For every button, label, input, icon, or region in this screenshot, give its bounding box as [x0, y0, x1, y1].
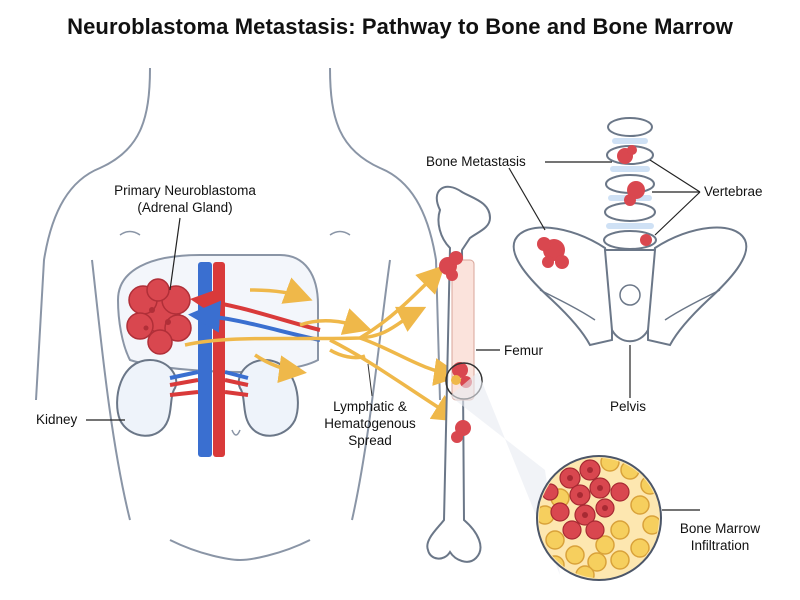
label-spread-line1: Lymphatic &	[333, 399, 407, 414]
vertebra-1	[607, 117, 653, 137]
aorta	[213, 262, 225, 457]
label-spread-line3: Spread	[348, 433, 392, 448]
femur-metastasis-top	[439, 251, 463, 281]
label-spread-line2: Hematogenous	[324, 416, 416, 431]
label-primary-line2: (Adrenal Gland)	[137, 200, 233, 215]
label-vertebrae: Vertebrae	[704, 184, 763, 199]
label-primary-line1: Primary Neuroblastoma	[114, 183, 256, 198]
pelvis-lines	[539, 289, 721, 321]
label-marrow-line1: Bone Marrow	[679, 521, 761, 536]
femur-metastasis-low	[451, 420, 471, 443]
sacrum	[603, 249, 657, 343]
pelvis-right	[646, 226, 748, 347]
torso-outline	[35, 67, 441, 562]
spread-leader	[367, 363, 373, 397]
label-spread: Lymphatic & Hematogenous Spread	[310, 398, 430, 449]
renal-vessels	[169, 378, 249, 397]
label-marrow-line2: Infiltration	[690, 538, 750, 553]
primary-tumor	[126, 278, 192, 355]
spread-paths	[184, 265, 462, 422]
diagram-title: Neuroblastoma Metastasis: Pathway to Bon…	[67, 14, 733, 39]
pelvis-metastasis	[537, 237, 569, 269]
vena-cava	[198, 262, 212, 457]
label-bone-metastasis: Bone Metastasis	[426, 154, 526, 169]
label-bone-marrow-infiltration: Bone Marrow Infiltration	[665, 520, 775, 554]
kidney-left	[116, 358, 178, 437]
label-pelvis: Pelvis	[610, 399, 647, 414]
leader-lines	[86, 159, 701, 511]
label-kidney: Kidney	[36, 412, 78, 427]
zoom-cone	[450, 372, 560, 575]
chest-lines	[119, 230, 351, 236]
label-primary-neuroblastoma: Primary Neuroblastoma (Adrenal Gland)	[95, 182, 275, 216]
renal-veins	[169, 370, 249, 380]
pelvis-foramen	[619, 284, 641, 306]
navel	[231, 429, 241, 436]
label-femur: Femur	[504, 343, 544, 358]
spine-metastases	[617, 145, 652, 246]
